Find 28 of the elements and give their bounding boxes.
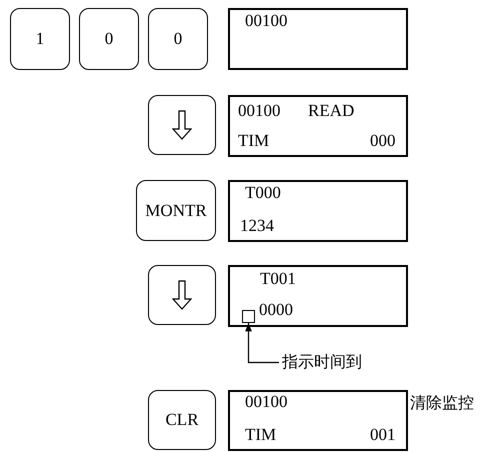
- display-text: 00100: [245, 11, 288, 31]
- leader-line: [245, 323, 279, 364]
- display-text: 0000: [259, 300, 293, 320]
- lcd-display: [228, 95, 408, 157]
- key: CLR: [148, 390, 216, 450]
- lcd-display: [228, 390, 408, 451]
- lcd-display: [228, 180, 408, 242]
- display-text: 00100: [245, 392, 288, 412]
- display-text: 00100: [238, 101, 280, 121]
- key: [148, 95, 216, 155]
- display-text: TIM: [245, 425, 276, 445]
- key: [148, 265, 216, 325]
- note-text: 清除监控: [410, 393, 474, 413]
- display-text: READ: [308, 101, 354, 121]
- lcd-display: [228, 8, 408, 70]
- annotation-text: 指示时间到: [282, 352, 362, 373]
- display-text: TIM: [238, 131, 270, 151]
- key: 0: [148, 8, 208, 70]
- key: 1: [10, 8, 70, 70]
- key: 0: [79, 8, 139, 70]
- lcd-display: [228, 265, 408, 327]
- indicator-square: [242, 310, 255, 323]
- display-text: T001: [260, 269, 296, 289]
- display-text: 1234: [240, 216, 274, 236]
- key: MONTR: [136, 180, 216, 241]
- display-text: T000: [245, 183, 281, 203]
- display-text: 001: [370, 425, 396, 445]
- display-text: 000: [370, 131, 396, 151]
